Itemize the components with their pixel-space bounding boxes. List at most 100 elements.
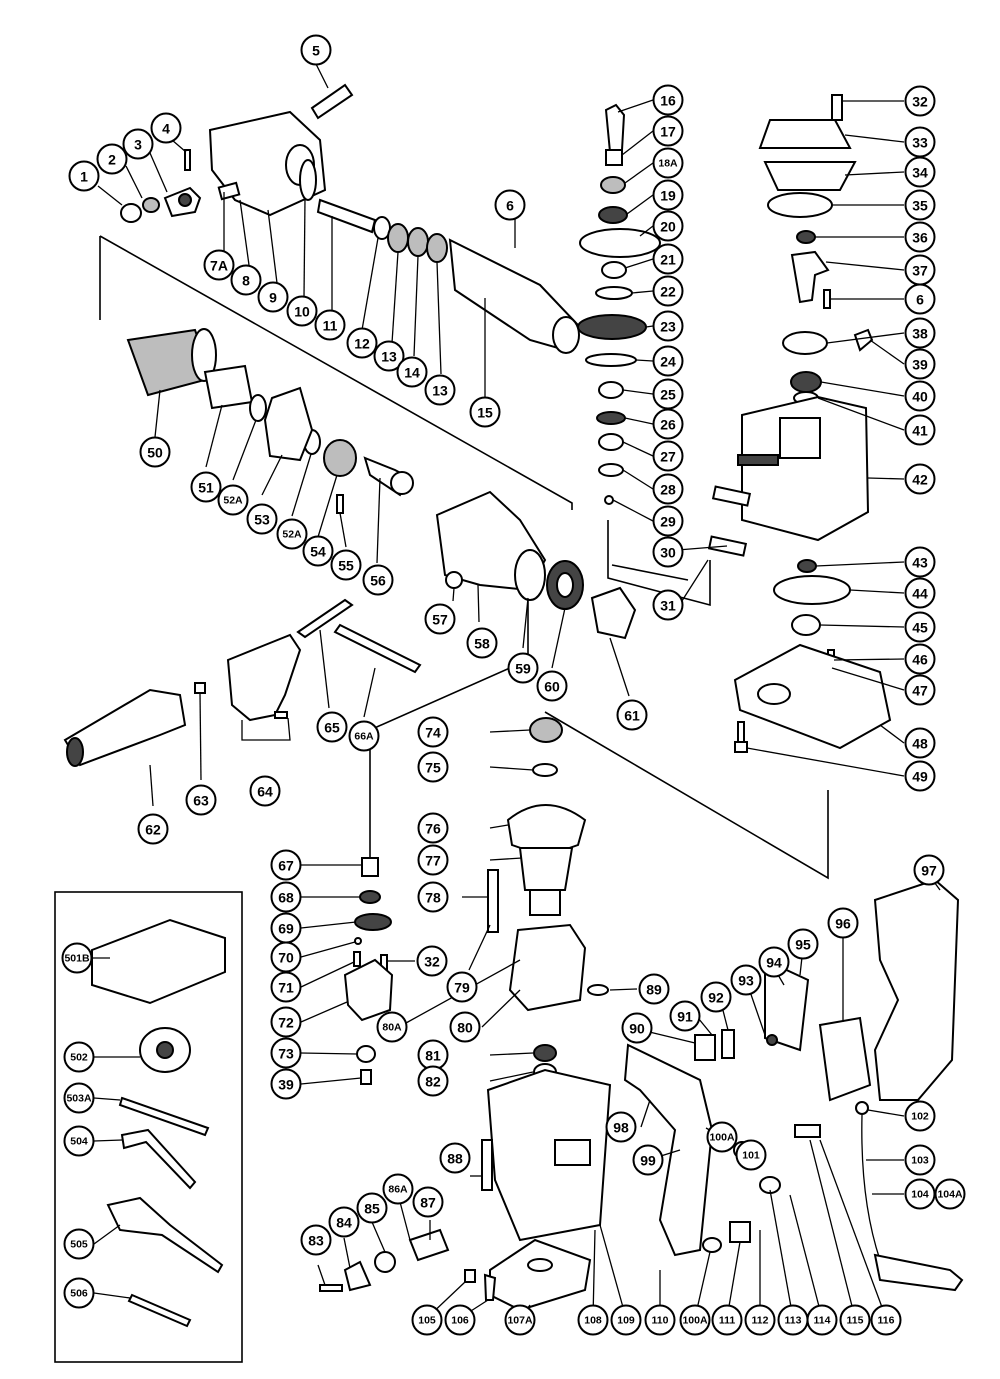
callout-circle <box>758 946 790 978</box>
callout-number: 19 <box>660 188 676 204</box>
callout-number: 72 <box>278 1015 294 1031</box>
callout-circle <box>652 536 684 568</box>
callout-number: 37 <box>912 263 928 279</box>
callout-circle <box>679 1304 711 1336</box>
callout-circle <box>644 1304 676 1336</box>
callout-circle <box>286 295 318 327</box>
callout-circle <box>652 275 684 307</box>
callout-number: 15 <box>477 405 493 421</box>
callout-number: 100A <box>682 1315 708 1327</box>
callout-circle <box>652 243 684 275</box>
part-callout-108: 108 <box>577 1304 609 1336</box>
callout-circle <box>302 535 334 567</box>
callout-number: 28 <box>660 482 676 498</box>
part-callout-54: 54 <box>302 535 334 567</box>
part-callout-94: 94 <box>758 946 790 978</box>
part-callout-32: 32 <box>416 945 448 977</box>
part-callout-113: 113 <box>777 1304 809 1336</box>
part-callout-83: 83 <box>300 1224 332 1256</box>
callout-number: 65 <box>324 720 340 736</box>
part-callout-13: 13 <box>373 340 405 372</box>
part-callout-55: 55 <box>330 549 362 581</box>
part-callout-49: 49 <box>904 760 936 792</box>
callout-number: 79 <box>454 980 470 996</box>
callout-number: 58 <box>474 636 490 652</box>
callout-number: 104A <box>937 1189 963 1201</box>
part-callout-75: 75 <box>417 751 449 783</box>
callout-circle <box>270 971 302 1003</box>
callout-number: 2 <box>108 152 116 168</box>
callout-circle <box>605 1111 637 1143</box>
part-callout-97: 97 <box>913 854 945 886</box>
part-callout-23: 23 <box>652 310 684 342</box>
part-callout-72: 72 <box>270 1006 302 1038</box>
part-callout-22: 22 <box>652 275 684 307</box>
callout-number: 110 <box>652 1315 669 1327</box>
part-callout-74: 74 <box>417 716 449 748</box>
callout-number: 13 <box>432 383 448 399</box>
part-callout-19: 19 <box>652 179 684 211</box>
callout-number: 21 <box>660 252 676 268</box>
callout-circle <box>249 775 281 807</box>
callout-number: 115 <box>847 1315 864 1327</box>
callout-number: 85 <box>364 1201 380 1217</box>
part-callout-116: 116 <box>870 1304 902 1336</box>
callout-number: 505 <box>70 1239 88 1251</box>
callout-circle <box>356 1192 388 1224</box>
part-callout-77: 77 <box>417 844 449 876</box>
callout-number: 33 <box>912 135 928 151</box>
callout-circle <box>870 1304 902 1336</box>
callout-circle <box>700 981 732 1013</box>
callout-number: 36 <box>912 230 928 246</box>
callout-circle <box>652 440 684 472</box>
part-callout-105: 105 <box>411 1304 443 1336</box>
callout-circle <box>610 1304 642 1336</box>
part-callout-6: 6 <box>494 189 526 221</box>
callout-circle <box>827 907 859 939</box>
callout-number: 46 <box>912 652 928 668</box>
callout-circle <box>417 751 449 783</box>
callout-circle <box>417 716 449 748</box>
callout-number: 6 <box>916 292 924 308</box>
part-callout-44: 44 <box>904 577 936 609</box>
callout-circle <box>904 674 936 706</box>
callout-number: 6 <box>506 198 514 214</box>
callout-circle <box>934 1178 966 1210</box>
callout-circle <box>638 973 670 1005</box>
callout-number: 48 <box>912 736 928 752</box>
callout-circle <box>536 670 568 702</box>
part-callout-25: 25 <box>652 378 684 410</box>
callout-circle <box>270 1068 302 1100</box>
callout-number: 57 <box>432 612 448 628</box>
part-callout-3: 3 <box>122 128 154 160</box>
part-callout-36: 36 <box>904 221 936 253</box>
callout-circle <box>439 1142 471 1174</box>
part-callout-506: 506 <box>63 1277 95 1309</box>
callout-number: 89 <box>646 982 662 998</box>
callout-circle <box>904 221 936 253</box>
part-callout-26: 26 <box>652 408 684 440</box>
part-callout-95: 95 <box>787 928 819 960</box>
callout-circle <box>122 128 154 160</box>
part-callout-78: 78 <box>417 881 449 913</box>
callout-number: 5 <box>312 43 320 59</box>
part-callout-98: 98 <box>605 1111 637 1143</box>
callout-number: 111 <box>719 1315 736 1327</box>
part-callout-56: 56 <box>362 564 394 596</box>
callout-number: 63 <box>193 793 209 809</box>
part-callout-27: 27 <box>652 440 684 472</box>
part-callout-39: 39 <box>904 348 936 380</box>
callout-number: 25 <box>660 387 676 403</box>
callout-number: 116 <box>878 1315 895 1327</box>
part-callout-87: 87 <box>412 1186 444 1218</box>
callout-circle <box>577 1304 609 1336</box>
callout-circle <box>735 1139 767 1171</box>
part-callout-4: 4 <box>150 112 182 144</box>
callout-circle <box>328 1206 360 1238</box>
callout-circle <box>652 147 684 179</box>
callout-circle <box>417 1065 449 1097</box>
callout-circle <box>61 942 93 974</box>
part-callout-100a: 100A <box>706 1121 738 1153</box>
callout-number: 7A <box>210 258 228 274</box>
callout-number: 60 <box>544 679 560 695</box>
